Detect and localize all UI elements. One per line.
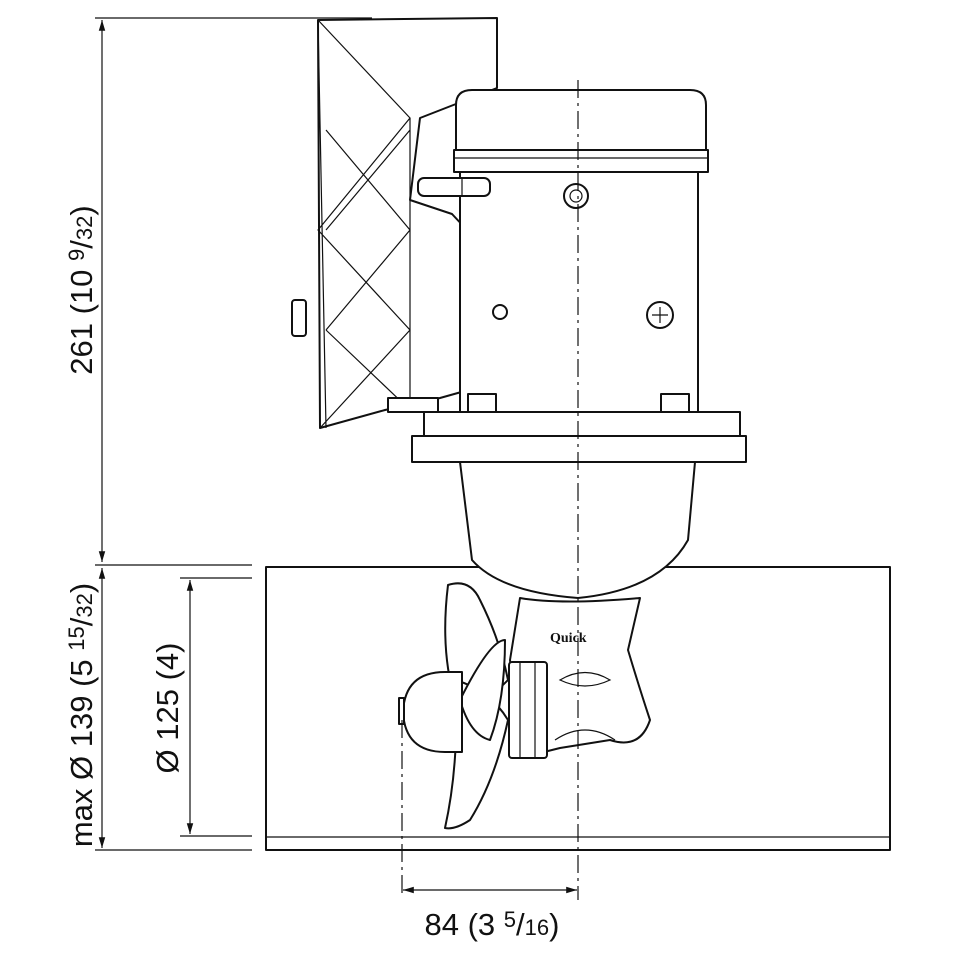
flange bbox=[411, 411, 747, 463]
quick-logo: Quick bbox=[550, 631, 587, 646]
extension-lines bbox=[95, 17, 372, 851]
offset-dimension-label: 84 (3 5/16) bbox=[425, 907, 560, 942]
motor bbox=[417, 89, 709, 413]
height-dimension-label: 261 (10 9/32) bbox=[64, 205, 99, 374]
propeller bbox=[398, 582, 509, 830]
tunnel-diameter-dimension-label: Ø 125 (4) bbox=[150, 643, 185, 774]
max-diameter-dimension-label: max Ø 139 (5 15/32) bbox=[64, 583, 99, 847]
dimension-lines bbox=[98, 20, 577, 894]
